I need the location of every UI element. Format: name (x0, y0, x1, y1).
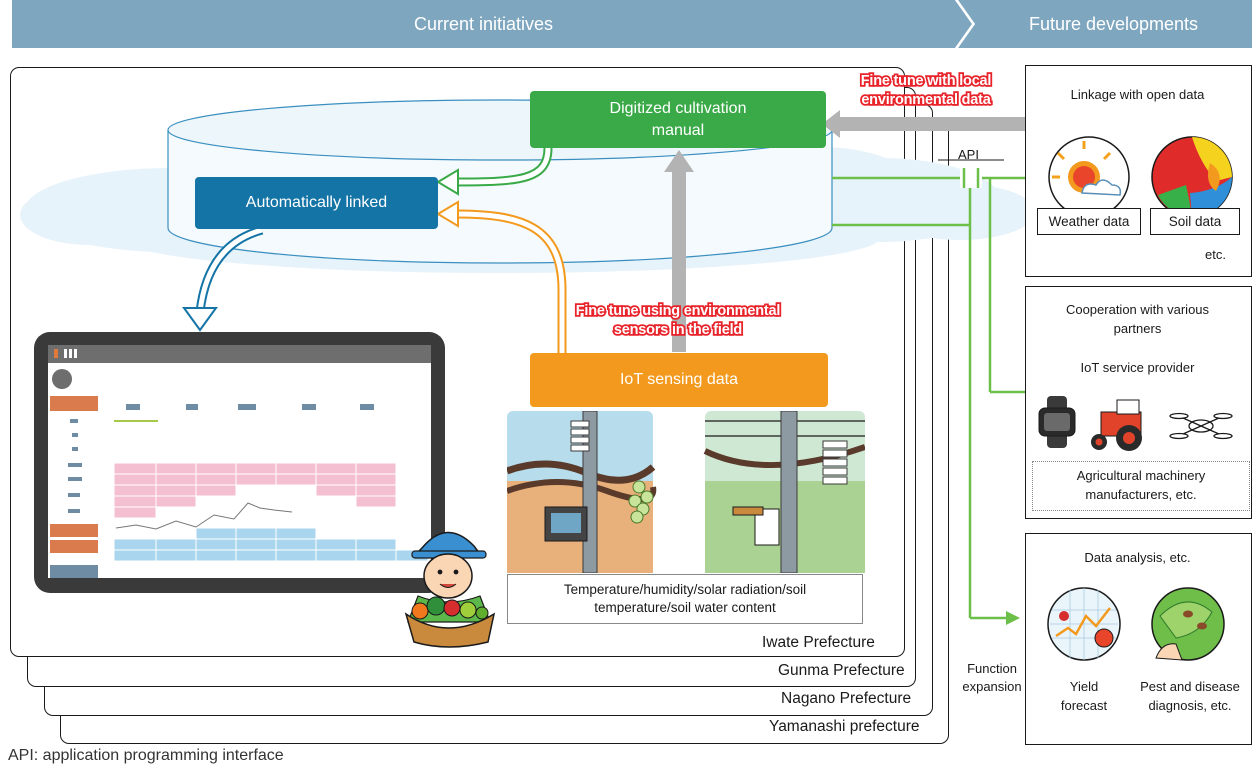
open-data-title: Linkage with open data (1070, 87, 1205, 102)
open-data-arrow (822, 110, 1030, 138)
weather-data-label: Weather data (1037, 208, 1141, 235)
api-footnote: API: application programming interface (8, 747, 284, 764)
open-data-graphics (1048, 136, 1233, 218)
partner-devices (1038, 396, 1233, 451)
soil-data-label: Soil data (1150, 208, 1240, 235)
tablet-dashboard (34, 332, 445, 593)
function-expansion-label: Function expansion (962, 661, 1022, 695)
digitized-manual-box: Digitized cultivation manual (530, 91, 826, 148)
manual-to-linked-arrow (454, 147, 553, 187)
api-label: API (958, 147, 979, 162)
iot-provider-label: IoT service provider (1080, 360, 1195, 375)
prefecture-label-nagano: Nagano Prefecture (781, 690, 912, 707)
future-developments-heading: Future developments (1028, 14, 1199, 34)
drone-icon (1169, 412, 1233, 440)
partners-title: Cooperation with various partners (1065, 302, 1210, 336)
fine-tune-local-label: Fine tune with local environmental data (859, 71, 993, 109)
prefecture-label-gunma: Gunma Prefecture (778, 662, 905, 679)
machinery-label: Agricultural machinery manufacturers, et… (1032, 461, 1250, 511)
iot-to-manual-arrow (664, 150, 694, 352)
farmer-illustration (404, 531, 496, 648)
fine-tune-sensors-label: Fine tune using environmental sensors in… (574, 301, 782, 339)
analysis-title: Data analysis, etc. (1084, 550, 1191, 565)
prefecture-label-yamanashi: Yamanashi prefecture (769, 718, 920, 735)
pest-diagnosis-label: Pest and disease diagnosis, etc. (1140, 679, 1240, 713)
sensor-caption: Temperature/humidity/solar radiation/soi… (507, 574, 863, 624)
analysis-graphics (1047, 587, 1225, 661)
header-banner (12, 0, 1252, 48)
prefecture-label-iwate: Iwate Prefecture (762, 634, 875, 651)
field-sensor-images (507, 411, 865, 573)
automatically-linked-box: Automatically linked (195, 177, 438, 229)
current-initiatives-heading: Current initiatives (413, 14, 554, 34)
open-data-etc: etc. (1205, 247, 1226, 262)
iot-sensing-box: IoT sensing data (530, 353, 828, 407)
yield-forecast-label: Yield forecast (1060, 679, 1108, 713)
